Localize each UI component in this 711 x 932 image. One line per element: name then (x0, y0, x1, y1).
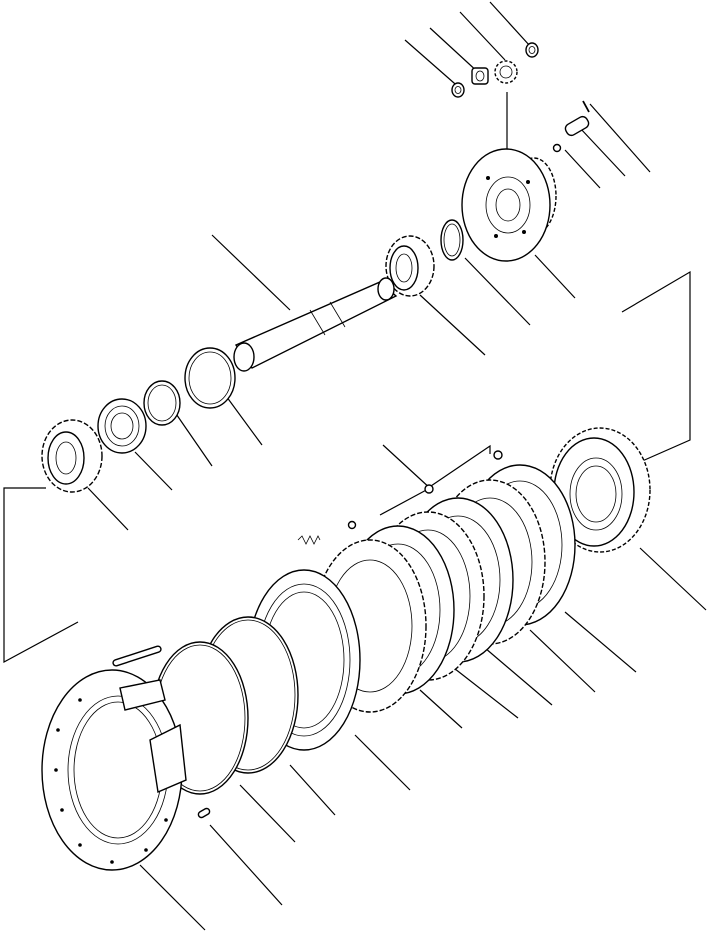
snap-ring-small (143, 380, 181, 426)
pin-small-top (582, 100, 590, 113)
nut-top (451, 82, 465, 98)
pin-long (112, 645, 162, 667)
housing (41, 669, 187, 871)
nut-disc-top (493, 450, 503, 460)
spring (297, 535, 321, 545)
snap-ring-upper (440, 219, 464, 261)
gear-small-top (494, 60, 518, 84)
washer-small (552, 143, 562, 153)
retaining-pin (564, 115, 590, 137)
spur-gear-upper (385, 235, 435, 297)
bearing (97, 398, 147, 454)
nut-disc-mid (424, 484, 434, 494)
ring-gear-large (549, 427, 651, 553)
planet-carrier (461, 148, 557, 262)
washer-top (525, 42, 539, 58)
leader-lines (3, 1, 707, 931)
snap-ring-middle (184, 347, 236, 409)
nut-disc-left (347, 520, 357, 530)
dowel-pin (197, 807, 211, 819)
shaft (233, 277, 398, 372)
bushing-top (471, 67, 489, 85)
spur-gear-left (41, 419, 103, 493)
